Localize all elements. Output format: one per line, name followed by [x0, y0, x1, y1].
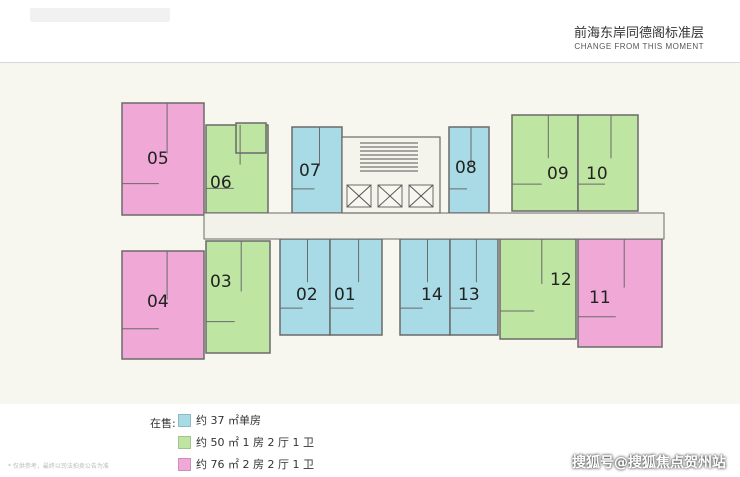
legend-swatch [178, 435, 191, 449]
unit-area [329, 238, 383, 336]
unit-label-04: 04 [147, 292, 169, 312]
unit-area [205, 240, 271, 354]
header: 前海东岸同德阁标准层 CHANGE FROM THIS MOMENT [0, 0, 740, 62]
unit-04 [121, 250, 205, 360]
legend-text: 约 50 ㎡ 1 房 2 厅 1 卫 [196, 436, 314, 449]
elevator-cross [377, 184, 403, 208]
unit-area [235, 122, 267, 154]
page-title: 前海东岸同德阁标准层 [573, 26, 704, 41]
legend-swatch [178, 457, 191, 471]
unit-label-10: 10 [586, 164, 608, 184]
unit-label-14: 14 [421, 285, 443, 305]
unit-label-01: 01 [334, 285, 356, 305]
unit-09 [511, 114, 579, 212]
legend-swatch [178, 413, 191, 427]
unit-label-03: 03 [210, 272, 232, 292]
legend-text: 约 76 ㎡ 2 房 2 厅 1 卫 [196, 458, 314, 471]
unit-08 [448, 126, 490, 214]
header-divider [0, 62, 740, 63]
legend-item-blue: 约 37 ㎡单房 [178, 413, 261, 427]
page-subtitle: CHANGE FROM THIS MOMENT [574, 42, 704, 51]
unit-label-13: 13 [458, 285, 480, 305]
footnote: * 仅供参考，最终以司法拍卖公告为准 [8, 463, 109, 470]
floor-plan: 05 06 07 08 09 10 04 03 02 01 14 13 12 11 [121, 102, 665, 360]
unit-label-02: 02 [296, 285, 318, 305]
elevator-cross [346, 184, 372, 208]
unit-label-08: 08 [455, 158, 477, 178]
unit-label-06: 06 [210, 173, 232, 193]
unit-area [399, 238, 451, 336]
unit-area [448, 126, 490, 214]
unit-label-07: 07 [299, 161, 321, 181]
unit-label-09: 09 [547, 164, 569, 184]
unit-02 [279, 238, 331, 336]
unit-area [577, 114, 639, 212]
legend-caption: 在售: [150, 417, 176, 430]
unit-label-12: 12 [550, 270, 572, 290]
logo-placeholder [30, 8, 170, 22]
unit-10 [577, 114, 639, 212]
unit-area [577, 238, 663, 348]
watermark: 搜狐号@搜狐焦点贺州站 [572, 455, 726, 471]
unit-label-05: 05 [147, 149, 169, 169]
unit-01 [329, 238, 383, 336]
elevator-core [203, 136, 665, 240]
elevator-cross [408, 184, 434, 208]
unit-area [121, 102, 205, 216]
legend-item-pink: 约 76 ㎡ 2 房 2 厅 1 卫 [178, 457, 314, 471]
unit-05 [121, 102, 205, 216]
legend-text: 约 37 ㎡单房 [196, 414, 261, 427]
unit-label-11: 11 [589, 288, 611, 308]
corridor [203, 212, 665, 240]
unit-11 [577, 238, 663, 348]
unit-area [511, 114, 579, 212]
unit-03 [205, 240, 271, 354]
unit-06 [205, 122, 269, 214]
unit-area [121, 250, 205, 360]
legend-item-green: 约 50 ㎡ 1 房 2 厅 1 卫 [178, 435, 314, 449]
unit-14 [399, 238, 451, 336]
unit-area [279, 238, 331, 336]
